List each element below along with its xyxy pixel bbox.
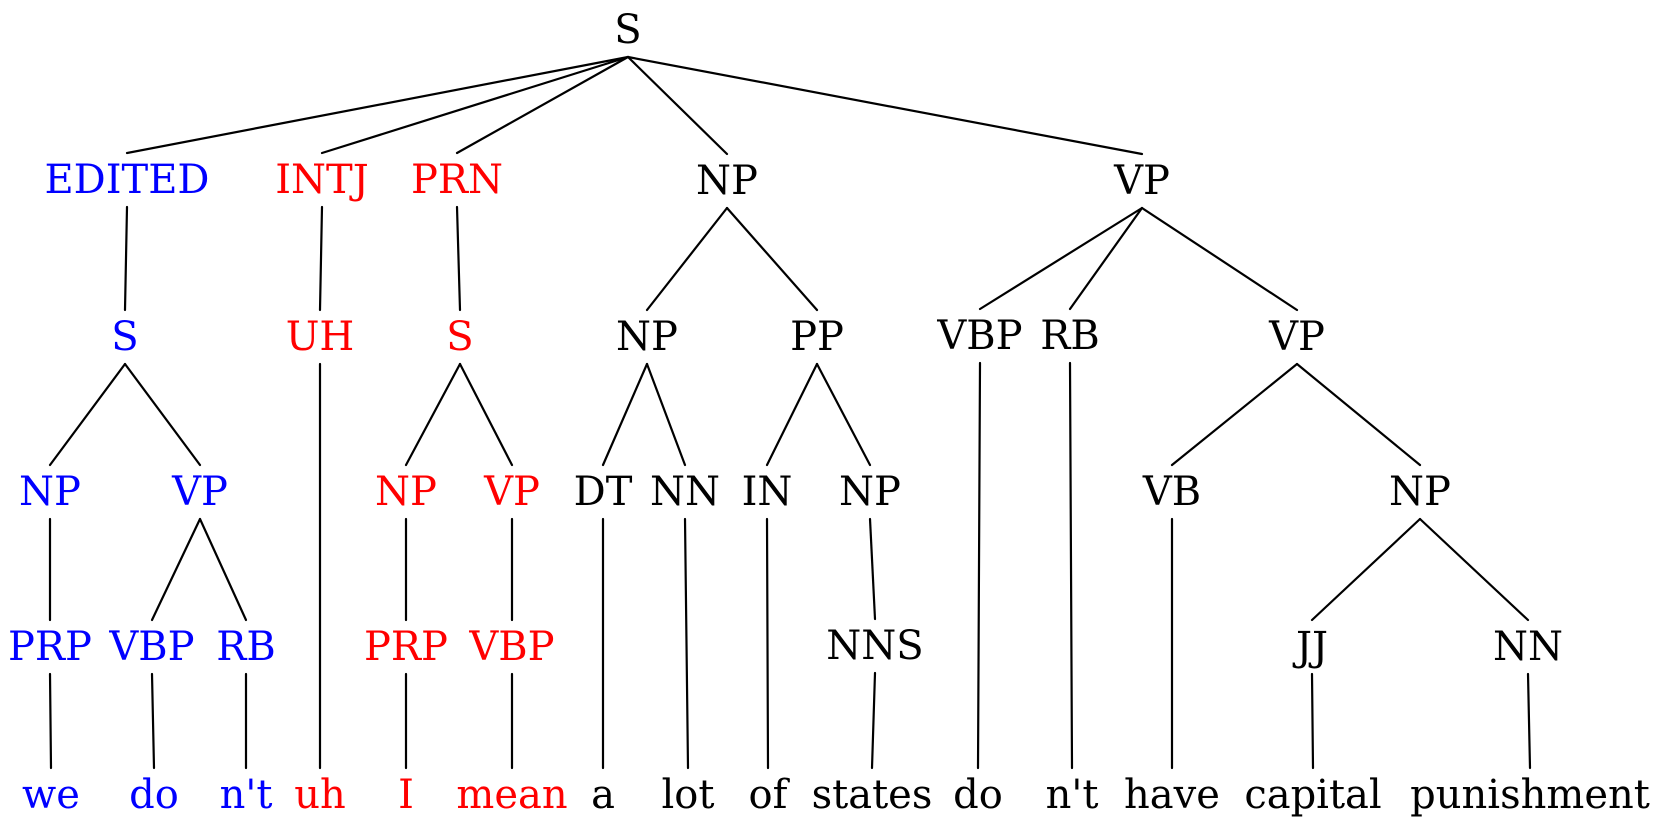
tree-edge bbox=[1140, 206, 1299, 312]
token-word: capital bbox=[1244, 772, 1381, 818]
token-word: a bbox=[591, 772, 615, 818]
token-word: of bbox=[749, 772, 791, 818]
constituent-label: PRN bbox=[411, 157, 503, 203]
tree-edge bbox=[455, 205, 462, 312]
token-word: we bbox=[22, 772, 80, 818]
tree-edge bbox=[978, 206, 1144, 311]
tree-edge bbox=[1310, 672, 1315, 770]
tree-edge bbox=[320, 55, 630, 155]
tree-edge bbox=[976, 361, 982, 770]
tree-edge bbox=[645, 362, 687, 467]
tree-edge bbox=[765, 362, 819, 467]
tree-edge bbox=[868, 517, 877, 621]
tree-edge bbox=[683, 517, 690, 770]
constituent-label: RB bbox=[1040, 313, 1100, 359]
constituent-label: INTJ bbox=[275, 157, 369, 203]
token-word: n't bbox=[1046, 772, 1099, 818]
tree-edge bbox=[318, 205, 324, 312]
tree-edge bbox=[125, 55, 630, 155]
constituent-label: S bbox=[446, 314, 473, 360]
tree-edge bbox=[150, 517, 202, 622]
tree-edge bbox=[1068, 206, 1144, 311]
constituent-label: IN bbox=[742, 469, 793, 515]
constituent-label: NN bbox=[1493, 624, 1563, 670]
tree-edge bbox=[1418, 517, 1530, 622]
tree-edge bbox=[48, 672, 53, 770]
constituent-label: UH bbox=[286, 314, 355, 360]
constituent-label: NP bbox=[696, 158, 758, 204]
tree-edge bbox=[1295, 362, 1422, 467]
constituent-label: VP bbox=[483, 469, 540, 515]
constituent-label: PP bbox=[790, 314, 844, 360]
constituent-label: PRP bbox=[8, 624, 92, 670]
constituent-label: VBP bbox=[108, 624, 194, 670]
constituent-label: NP bbox=[19, 469, 81, 515]
tree-edge bbox=[198, 517, 248, 622]
tree-edge bbox=[815, 362, 872, 467]
token-word: punishment bbox=[1410, 772, 1650, 818]
tree-edge bbox=[1310, 517, 1422, 622]
constituent-label: VB bbox=[1142, 469, 1201, 515]
constituent-label: VP bbox=[171, 469, 228, 515]
constituent-label: RB bbox=[216, 624, 276, 670]
token-word: I bbox=[398, 772, 414, 818]
tree-edge bbox=[626, 55, 1144, 156]
token-word: states bbox=[812, 772, 933, 818]
tree-edge bbox=[123, 205, 129, 312]
token-word: uh bbox=[294, 772, 346, 818]
constituent-label: VBP bbox=[936, 313, 1022, 359]
constituent-label: NP bbox=[616, 314, 678, 360]
token-word: have bbox=[1124, 772, 1220, 818]
constituent-label: S bbox=[111, 314, 138, 360]
tree-edge bbox=[765, 517, 770, 770]
constituent-label: DT bbox=[574, 469, 633, 515]
tree-edge bbox=[455, 55, 630, 155]
constituent-label: NN bbox=[650, 469, 720, 515]
tree-edge bbox=[458, 362, 514, 467]
constituent-label: NP bbox=[375, 469, 437, 515]
constituent-label: PRP bbox=[364, 624, 448, 670]
constituent-label: NP bbox=[839, 469, 901, 515]
tree-edge bbox=[1068, 361, 1074, 770]
tree-edge bbox=[404, 362, 462, 467]
constituent-label: JJ bbox=[1292, 624, 1328, 670]
token-word: mean bbox=[456, 772, 567, 818]
token-word: do bbox=[129, 772, 179, 818]
tree-edge bbox=[626, 55, 729, 156]
token-word: do bbox=[953, 772, 1003, 818]
constituent-label: S bbox=[614, 7, 641, 53]
tree-edge bbox=[870, 671, 877, 770]
tree-edge bbox=[150, 672, 156, 770]
constituent-label: VP bbox=[1113, 158, 1170, 204]
constituent-label: EDITED bbox=[44, 157, 209, 203]
constituent-label: NP bbox=[1389, 469, 1451, 515]
token-word: lot bbox=[662, 772, 715, 818]
constituent-label: VBP bbox=[468, 624, 554, 670]
tree-edge bbox=[1526, 672, 1532, 770]
tree-edge bbox=[725, 206, 819, 312]
constituent-label: NNS bbox=[826, 623, 923, 669]
tree-edge bbox=[601, 362, 649, 467]
tree-edge bbox=[1170, 362, 1299, 467]
tree-edge bbox=[645, 206, 729, 312]
token-word: n't bbox=[220, 772, 273, 818]
tree-edge bbox=[48, 362, 127, 467]
tree-edge bbox=[123, 362, 202, 467]
constituent-label: VP bbox=[1268, 314, 1325, 360]
